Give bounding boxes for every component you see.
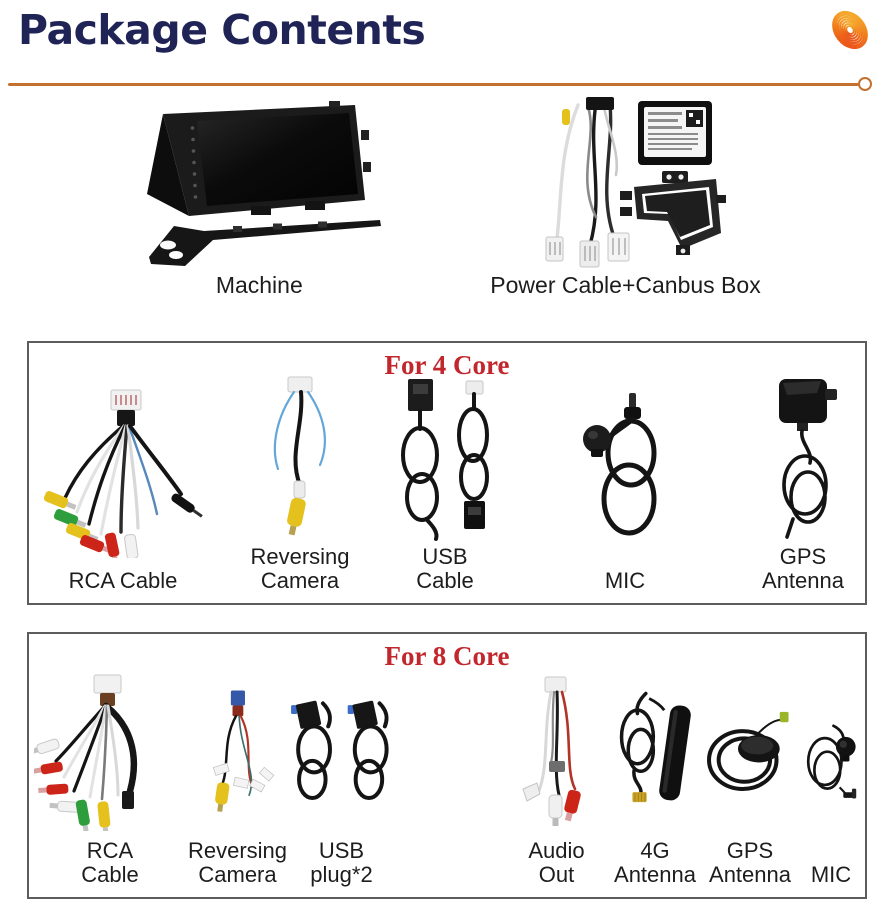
microphone-icon <box>799 666 863 863</box>
power-cable-canbus-label: Power Cable+Canbus Box <box>490 271 761 298</box>
gps-antenna-icon <box>743 373 863 545</box>
section-8core-items: RCA Cable <box>29 666 865 895</box>
item-4core-usb-cable: USB Cable <box>383 375 507 601</box>
item-label: USB Cable <box>416 543 474 593</box>
section-8core-title: For 8 Core <box>384 641 510 671</box>
4g-antenna-icon <box>609 666 701 839</box>
divider-line <box>8 82 859 86</box>
item-4core-mic: MIC <box>507 375 743 601</box>
item-8core-rca-cable: RCA Cable <box>29 666 191 895</box>
microphone-icon <box>507 375 743 569</box>
audio-out-cable-icon <box>504 666 609 839</box>
machine-figure: Machine <box>133 98 385 298</box>
section-8core: For 8 Core <box>27 632 867 899</box>
rca-cable-icon <box>29 666 191 839</box>
item-label: USB plug*2 <box>310 837 373 887</box>
item-label: GPS Antenna <box>762 543 844 593</box>
item-8core-gps-antenna: GPS Antenna <box>701 666 799 895</box>
item-label: Reversing Camera <box>187 837 288 887</box>
page-title: Package Contents <box>18 6 426 54</box>
section-4core: For 4 Core <box>27 341 867 605</box>
item-label: RCA Cable <box>68 567 178 593</box>
item-label: MIC <box>810 861 852 887</box>
item-4core-reversing-camera: Reversing Camera <box>217 375 383 601</box>
item-label: 4G Antenna <box>614 837 696 887</box>
brand-coil-icon <box>832 10 868 50</box>
item-4core-rca-cable: RCA Cable <box>29 375 217 601</box>
divider-end-dot <box>858 77 872 91</box>
item-label: Audio Out <box>528 837 585 887</box>
usb-plug-pair-icon <box>284 666 399 839</box>
usb-cable-icon <box>383 373 507 545</box>
car-head-unit-icon <box>133 98 385 271</box>
section-4core-title: For 4 Core <box>384 350 510 380</box>
gps-antenna-icon <box>701 666 799 839</box>
rca-cable-icon <box>29 375 217 569</box>
machine-label: Machine <box>215 271 303 298</box>
top-items-row: Machine <box>0 95 894 298</box>
reversing-camera-icon <box>191 666 284 839</box>
item-4core-gps-antenna: GPS Antenna <box>743 375 863 601</box>
section-4core-items: RCA Cable <box>29 375 865 601</box>
reversing-camera-icon <box>217 373 383 545</box>
item-label: GPS Antenna <box>709 837 791 887</box>
power-cable-canbus-icon <box>516 95 734 271</box>
item-label: MIC <box>604 567 646 593</box>
item-8core-usb-plug-pair: USB plug*2 <box>284 666 399 895</box>
power-cable-canbus-figure: Power Cable+Canbus Box <box>490 95 761 298</box>
item-label: Reversing Camera <box>250 543 350 593</box>
item-8core-reversing-camera: Reversing Camera <box>187 666 288 895</box>
items-spacer <box>399 666 504 895</box>
header-divider <box>8 77 872 91</box>
item-8core-mic: MIC <box>799 666 863 895</box>
item-8core-audio-out: Audio Out <box>504 666 609 895</box>
item-8core-4g-antenna: 4G Antenna <box>609 666 701 895</box>
item-label: RCA Cable <box>81 837 139 887</box>
